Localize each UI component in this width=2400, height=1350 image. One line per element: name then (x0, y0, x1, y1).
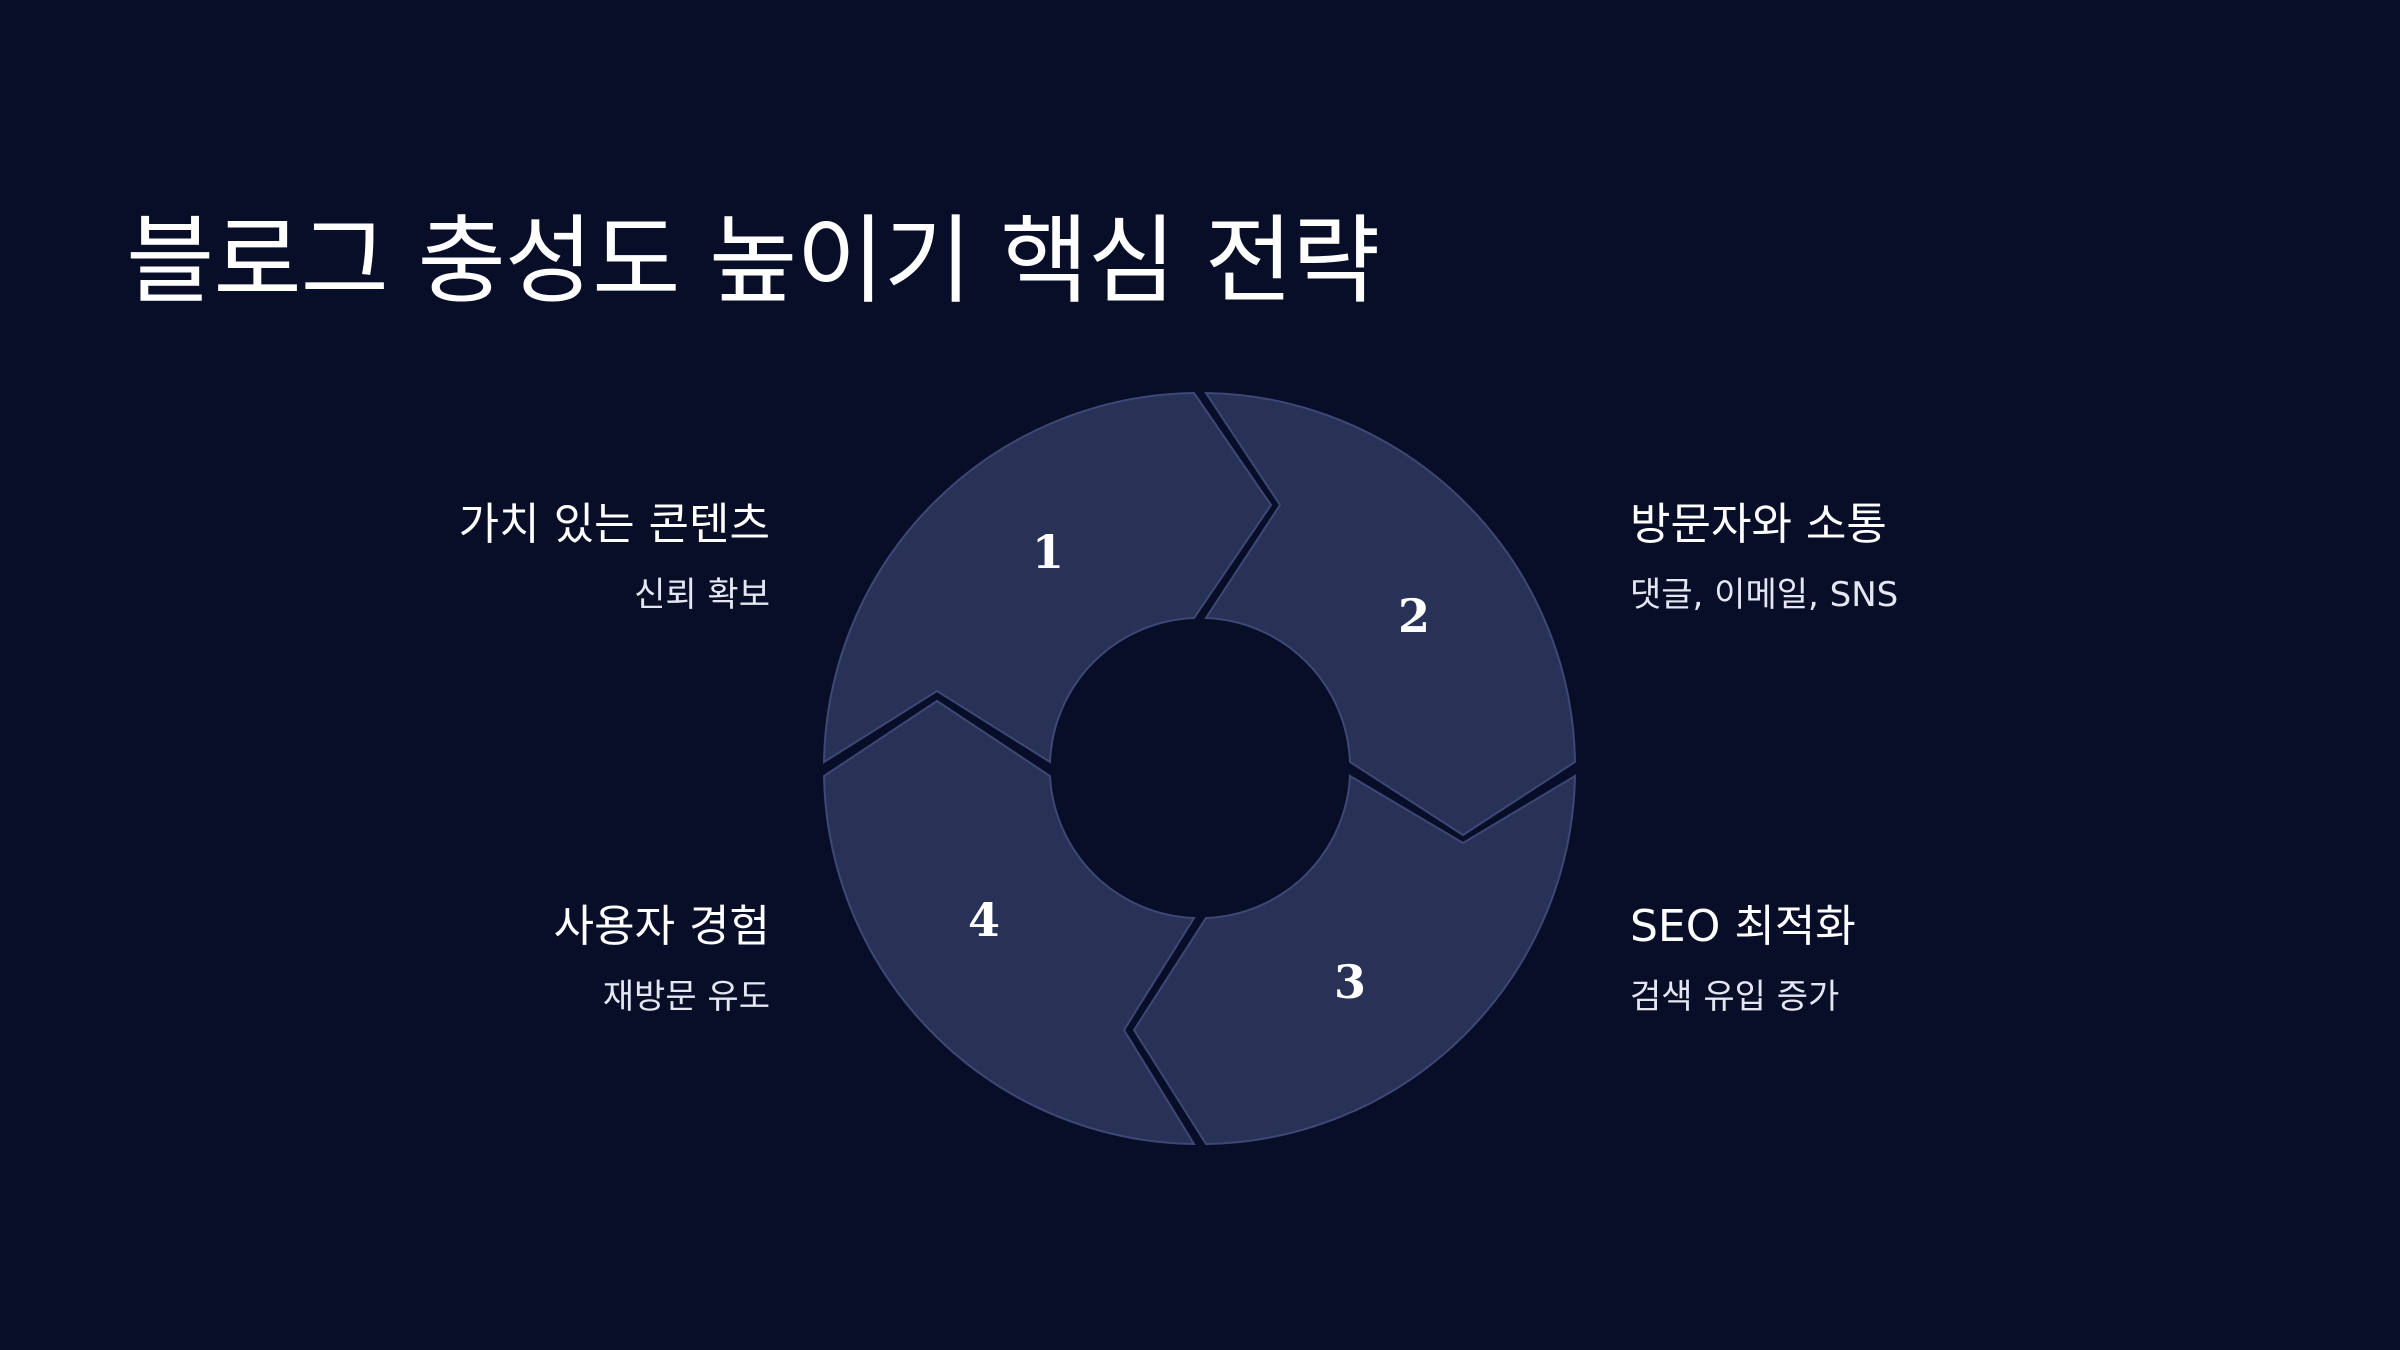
step-2-title: 방문자와 소통 (1630, 499, 1887, 550)
step-1-label: 가치 있는 콘텐츠 신뢰 확보 (210, 496, 770, 618)
step-3-label: SEO 최적화 검색 유입 증가 (1630, 898, 2190, 1020)
step-3-title: SEO 최적화 (1630, 901, 1856, 952)
step-3-subtitle: 검색 유입 증가 (1630, 977, 1840, 1017)
cycle-segment-2 (1204, 391, 1577, 837)
step-4-title: 사용자 경험 (553, 901, 770, 952)
step-4-subtitle: 재방문 유도 (602, 977, 770, 1017)
step-1-number: 1 (1032, 525, 1064, 579)
page-title: 블로그 충성도 높이기 핵심 전략 (126, 205, 1380, 317)
step-4-number: 4 (968, 893, 1000, 947)
step-4-label: 사용자 경험 재방문 유도 (210, 898, 770, 1020)
step-3-number: 3 (1334, 955, 1366, 1009)
step-2-subtitle: 댓글, 이메일, SNS (1630, 575, 1899, 615)
step-2-number: 2 (1398, 589, 1430, 643)
cycle-segment-3 (1132, 774, 1577, 1146)
step-1-subtitle: 신뢰 확보 (634, 575, 770, 615)
step-2-label: 방문자와 소통 댓글, 이메일, SNS (1630, 496, 2190, 618)
cycle-segment-4 (822, 699, 1196, 1146)
cycle-segment-1 (822, 391, 1273, 764)
step-1-title: 가치 있는 콘텐츠 (458, 499, 770, 550)
